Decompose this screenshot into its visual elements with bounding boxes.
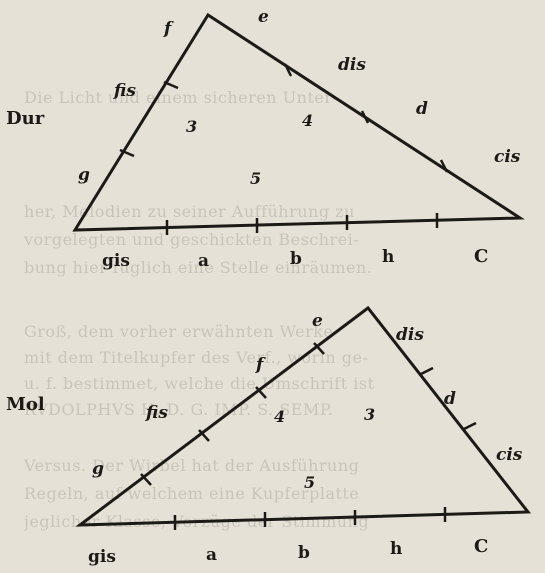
bleed-through-line: Versus. Der Wirbel hat der Ausführung <box>24 456 360 475</box>
minor-triangle-outline <box>75 305 532 527</box>
minor-right-tick <box>463 421 477 431</box>
bleed-through-line: mit dem Titelkupfer des Verf., worin ge- <box>24 348 369 367</box>
major-left-label: g <box>78 165 90 185</box>
minor-interior-number: 3 <box>364 405 375 424</box>
major-interior-number: 5 <box>250 169 261 188</box>
bleed-through-line: bung hier füglich eine Stelle einräumen. <box>24 258 373 277</box>
major-interior-number: 4 <box>302 111 313 130</box>
minor-right-label: cis <box>496 445 523 465</box>
major-right-tick <box>439 159 449 173</box>
minor-base-label: gis <box>88 547 116 567</box>
minor-interior-number: 5 <box>304 473 315 492</box>
minor-left-label: e <box>312 311 323 331</box>
major-right-tick <box>360 110 370 124</box>
minor-left-label: fis <box>145 403 168 423</box>
minor-interior-number: 4 <box>274 407 285 426</box>
bleed-through-line: u. f. bestimmet, welche die Umschrift is… <box>24 374 375 393</box>
major-triangle-outline <box>72 12 525 232</box>
major-interior-number: 3 <box>186 117 197 136</box>
minor-left-tick <box>140 473 152 486</box>
major-left-tick <box>119 148 135 158</box>
major-right-label: e <box>258 7 269 27</box>
minor-base-label: b <box>298 543 310 563</box>
minor-base-label: a <box>206 545 217 565</box>
major-right-label: d <box>416 99 428 119</box>
major-right-label: cis <box>494 147 521 167</box>
major-base-label: C <box>474 246 488 267</box>
major-base-label: a <box>198 251 209 271</box>
minor-left-tick <box>198 429 210 442</box>
minor-left-label: f <box>255 355 266 375</box>
minor-right-label: d <box>444 389 456 409</box>
minor-right-label: dis <box>396 325 424 345</box>
major-right-tick <box>283 63 293 77</box>
major-left-label: f <box>163 19 174 39</box>
major-base-label: gis <box>102 251 130 271</box>
bleed-through-line: RVDOLPHVS H. D. G. IMP. S. SEMP. <box>24 400 334 419</box>
major-left-tick <box>163 80 179 90</box>
minor-left-tick <box>255 386 267 399</box>
major-left-label: fis <box>113 81 136 101</box>
major-triangle: Dur f fis g e dis d cis gis a b h C 3 4 … <box>6 7 525 271</box>
minor-left-tick <box>313 342 325 355</box>
minor-label: Mol <box>6 394 45 415</box>
bleed-through-line: Regeln, auf welchem eine Kupferplatte <box>24 484 360 503</box>
major-label: Dur <box>6 108 45 129</box>
minor-base-label: C <box>474 536 488 557</box>
bleed-through-line: Die Licht und einem sicheren Unter- <box>24 88 339 107</box>
major-right-label: dis <box>338 55 366 75</box>
bleed-through-line: Groß, dem vorher erwähnten Werke <box>24 322 334 341</box>
bleed-through-line: her, Melodien zu seiner Aufführung zu <box>24 202 355 221</box>
minor-base-label: h <box>390 539 402 559</box>
minor-right-tick <box>420 366 434 376</box>
minor-left-label: g <box>92 459 104 479</box>
major-base-label: b <box>290 249 302 269</box>
major-base-label: h <box>382 247 394 267</box>
bleed-through-line: vorgelegten und geschickten Beschrei- <box>24 230 360 249</box>
minor-triangle: Mol e f fis g dis d cis gis a b h C 4 3 … <box>6 305 532 567</box>
